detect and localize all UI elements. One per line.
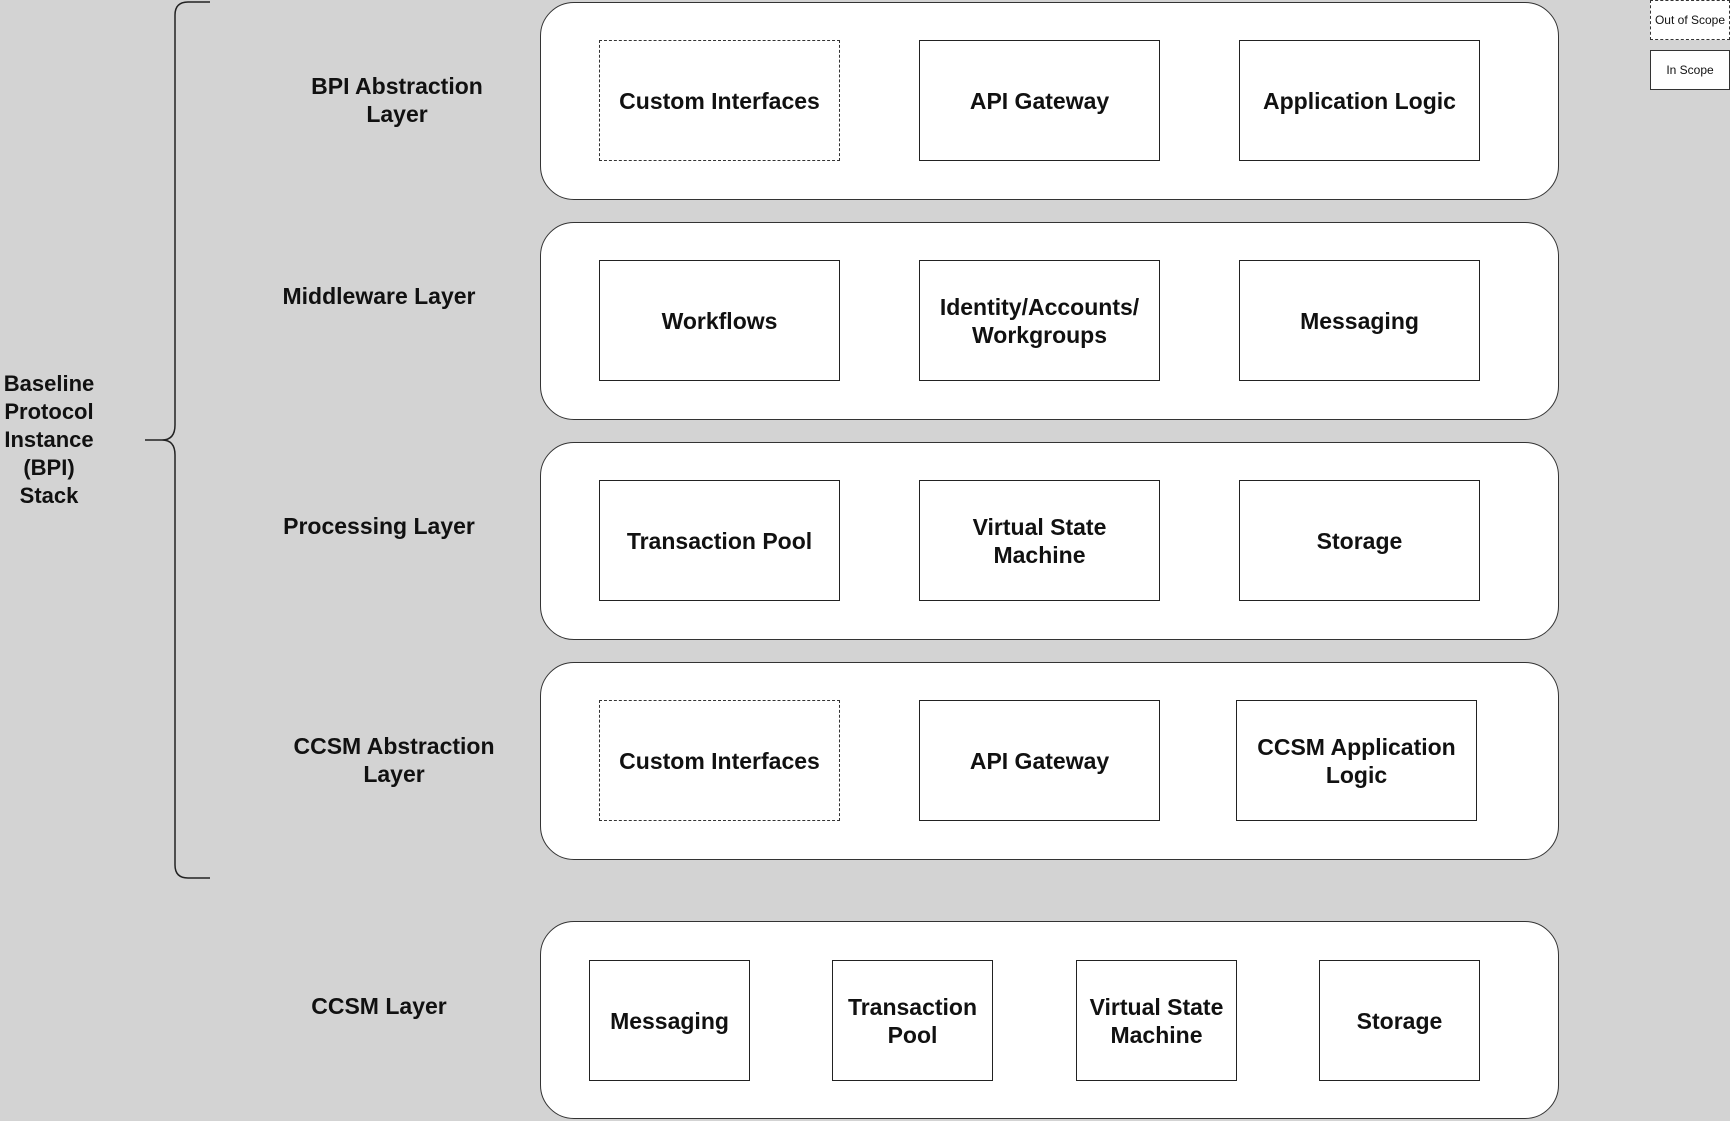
component-ccsm-messaging: Messaging [589,960,750,1081]
layer-label-middleware: Middleware Layer [282,283,476,309]
component-workflows: Workflows [599,260,840,381]
component-ccsm-api-gateway: API Gateway [919,700,1160,821]
component-api-gateway: API Gateway [919,40,1160,161]
stack-brace [145,1,210,879]
legend-out-of-scope: Out of Scope [1650,0,1730,40]
layer-label-processing: Processing Layer [283,513,475,539]
component-custom-interfaces: Custom Interfaces [599,40,840,161]
component-application-logic: Application Logic [1239,40,1480,161]
component-storage: Storage [1239,480,1480,601]
component-ccsm-storage: Storage [1319,960,1480,1081]
component-transaction-pool: Transaction Pool [599,480,840,601]
component-identity-accounts-workgroups: Identity/Accounts/ Workgroups [919,260,1160,381]
component-virtual-state-machine: Virtual State Machine [919,480,1160,601]
layer-label-bpi-abstraction: BPI Abstraction Layer [311,73,483,127]
stack-label: Baseline Protocol Instance (BPI) Stack [3,371,95,508]
legend-in-scope: In Scope [1650,50,1730,90]
component-ccsm-application-logic: CCSM Application Logic [1236,700,1477,821]
component-ccsm-custom-interfaces: Custom Interfaces [599,700,840,821]
component-ccsm-virtual-state-machine: Virtual State Machine [1076,960,1237,1081]
layer-label-ccsm-abstraction: CCSM Abstraction Layer [293,733,495,787]
layer-label-ccsm: CCSM Layer [311,993,447,1019]
component-ccsm-transaction-pool: Transaction Pool [832,960,993,1081]
component-messaging: Messaging [1239,260,1480,381]
